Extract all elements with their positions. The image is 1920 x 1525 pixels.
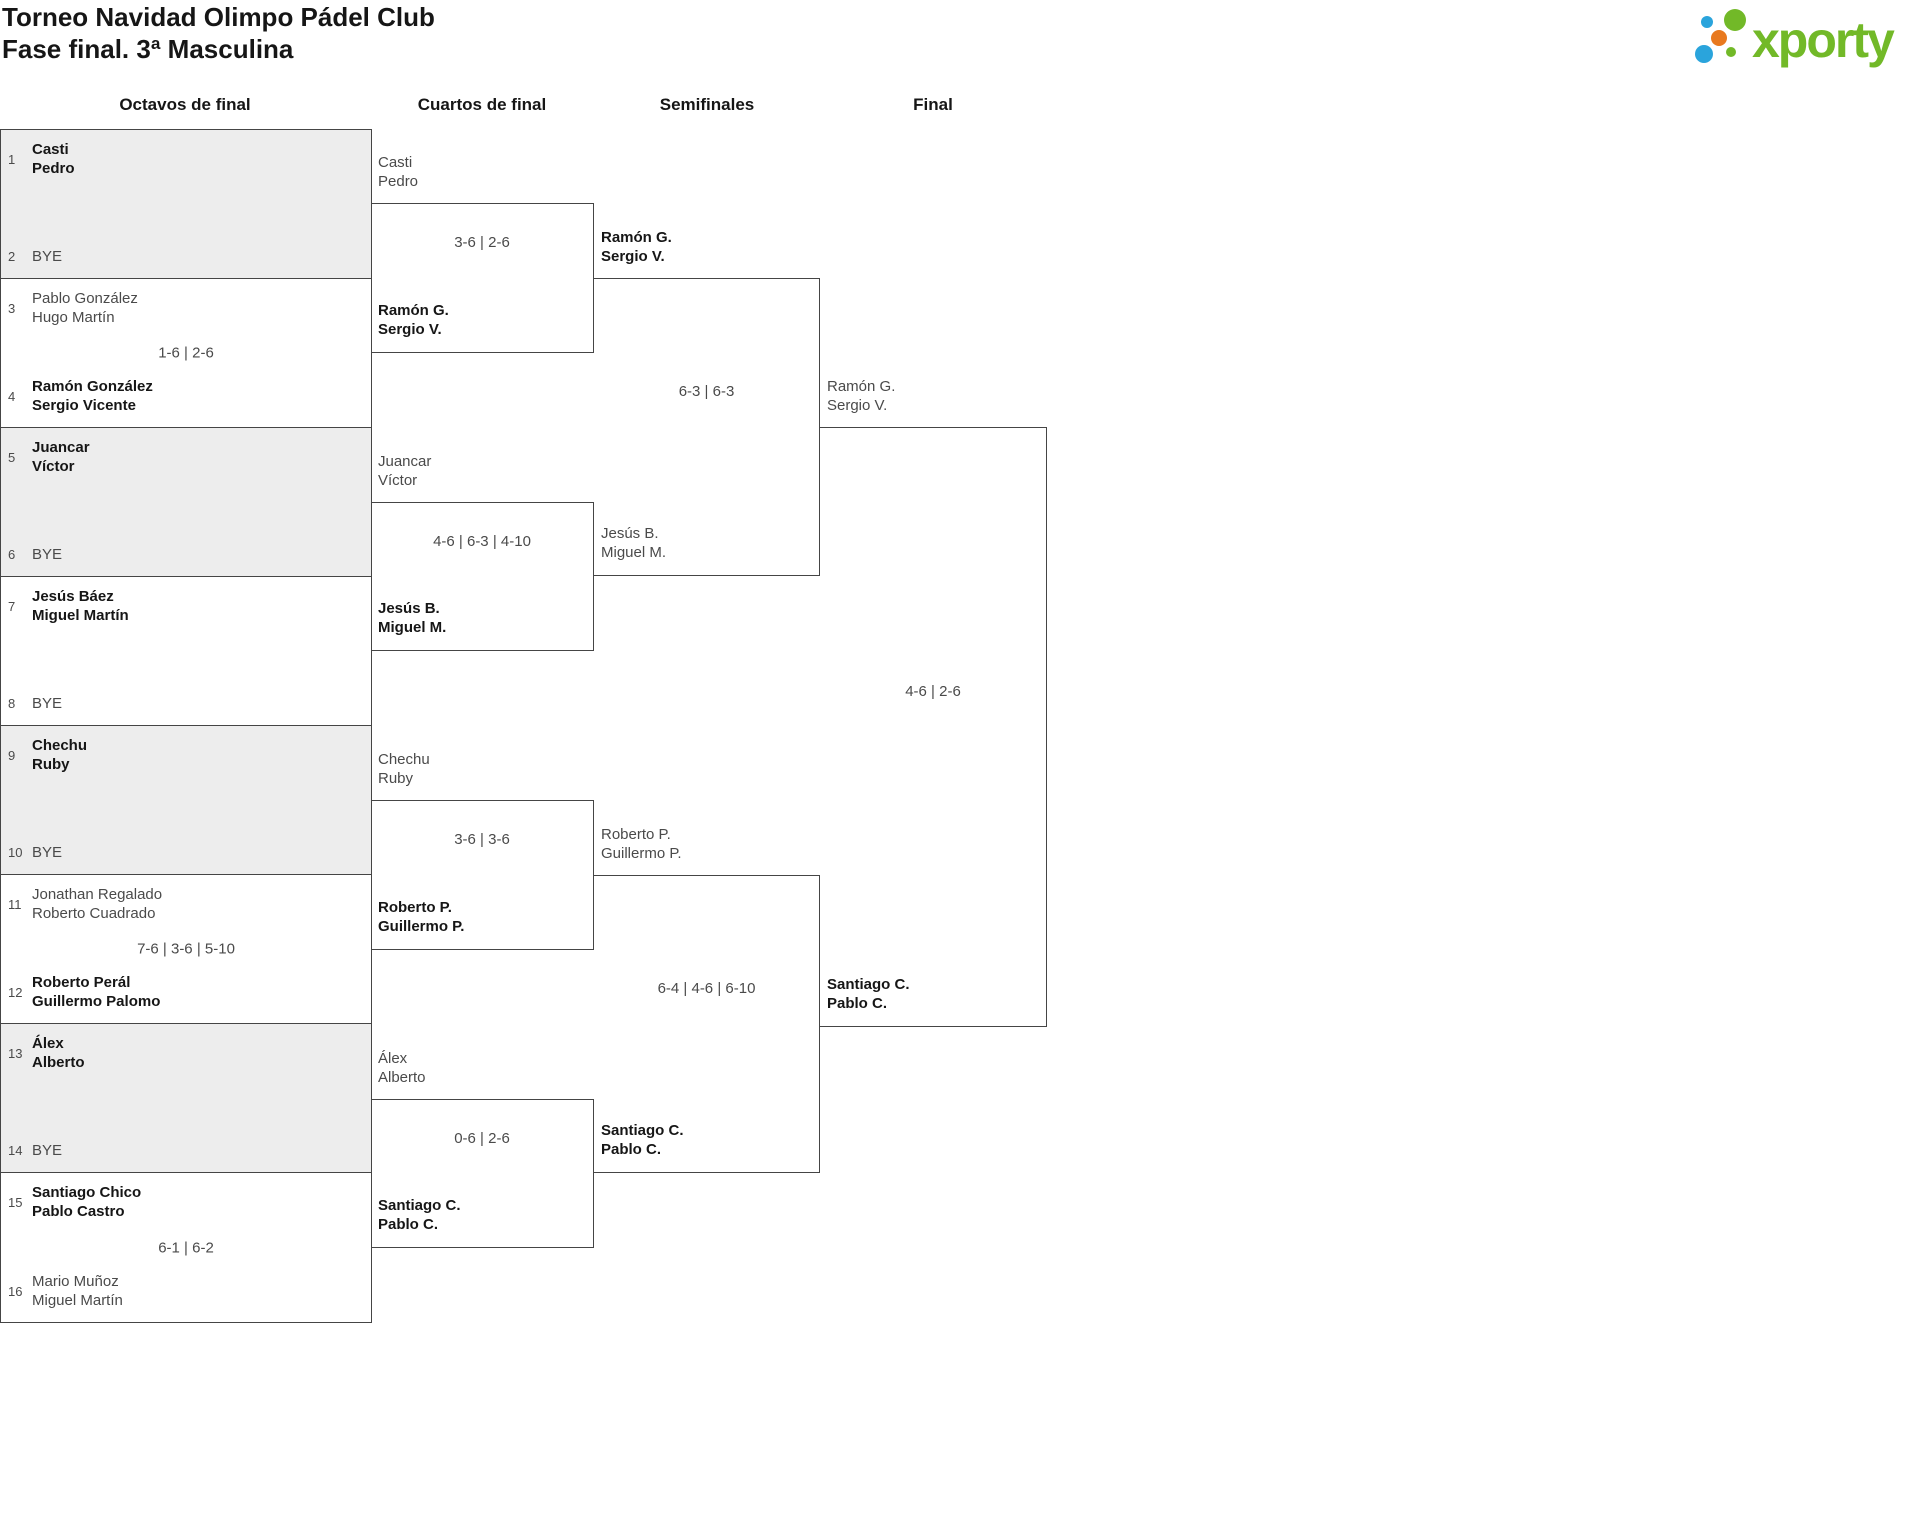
team-name: Juancar Víctor — [378, 453, 432, 489]
team-name: Jesús B. Miguel M. — [601, 525, 667, 561]
team-name: BYE — [32, 248, 63, 265]
seed-number: 5 — [8, 449, 16, 465]
page-title: Torneo Navidad Olimpo Pádel Club — [2, 2, 435, 32]
team-row: 13 Álex Alberto — [8, 1034, 85, 1072]
seed-number: 6 — [8, 547, 16, 562]
team-row: 6 BYE — [8, 545, 62, 564]
match-score: 0-6 | 2-6 — [454, 1130, 510, 1147]
match-connector-cuartos-1: Casti Pedro 3-6 | 2-6 Ramón G. Sergio V. — [371, 154, 594, 353]
team-row: 16 Mario Muñoz Miguel Martín — [8, 1272, 123, 1310]
xporty-logo-dots-icon — [1695, 9, 1746, 63]
team-name: Santiago C. Pablo C. — [601, 1122, 684, 1158]
match-score: 4-6 | 6-3 | 4-10 — [433, 533, 531, 550]
seed-number: 13 — [8, 1045, 23, 1061]
match-connector-semifinal-2: Roberto P. Guillermo P. 6-4 | 4-6 | 6-10… — [594, 826, 820, 1173]
team-name: Santiago C. Pablo C. — [827, 976, 910, 1012]
match-box-octavos-5: 9 Chechu Ruby 10 BYE — [1, 726, 371, 875]
octavos-column: 1 Casti Pedro 2 BYE 3 Pablo González Hug… — [0, 129, 372, 1323]
team-name: Juancar Víctor — [32, 439, 90, 475]
seed-number: 3 — [8, 300, 16, 316]
team-row: 10 BYE — [8, 843, 62, 862]
seed-number: 4 — [8, 388, 16, 404]
seed-number: 11 — [8, 896, 22, 912]
team-name: Ramón G. Sergio V. — [601, 229, 672, 265]
team-name: Casti Pedro — [378, 154, 419, 190]
team-row: 2 BYE — [8, 247, 62, 266]
team-row: 7 Jesús Báez Miguel Martín — [8, 587, 129, 625]
team-row: 14 BYE — [8, 1141, 62, 1160]
match-connector-cuartos-4: Álex Alberto 0-6 | 2-6 Santiago C. Pablo… — [371, 1050, 594, 1248]
team-row: 1 Casti Pedro — [8, 140, 75, 178]
match-box-octavos-2: 3 Pablo González Hugo Martín 1-6 | 2-6 4… — [1, 279, 371, 428]
round-header-cuartos: Cuartos de final — [417, 95, 547, 114]
match-connector-final: Ramón G. Sergio V. 4-6 | 2-6 Santiago C.… — [820, 378, 1047, 1027]
match-score: 4-6 | 2-6 — [905, 683, 961, 700]
team-row: 3 Pablo González Hugo Martín — [8, 289, 138, 327]
seed-number: 1 — [8, 151, 16, 167]
seed-number: 7 — [8, 598, 16, 614]
team-name: Santiago Chico Pablo Castro — [32, 1184, 142, 1220]
team-name: Ramón González Sergio Vicente — [32, 378, 153, 414]
xporty-logo-text: xporty — [1752, 12, 1895, 68]
match-score: 6-3 | 6-3 — [678, 383, 735, 400]
team-name: Roberto Perál Guillermo Palomo — [32, 974, 161, 1010]
match-connector-cuartos-2: Juancar Víctor 4-6 | 6-3 | 4-10 Jesús B.… — [371, 453, 594, 651]
team-row: 11 Jonathan Regalado Roberto Cuadrado — [8, 885, 162, 923]
team-name: Roberto P. Guillermo P. — [378, 899, 465, 935]
team-name: Santiago C. Pablo C. — [378, 1197, 461, 1233]
round-header-final: Final — [913, 95, 953, 114]
seed-number: 9 — [8, 747, 16, 763]
match-connector-cuartos-3: Chechu Ruby 3-6 | 3-6 Roberto P. Guiller… — [371, 751, 594, 950]
match-box-octavos-7: 13 Álex Alberto 14 BYE — [1, 1024, 371, 1173]
team-name: BYE — [32, 546, 63, 563]
xporty-logo[interactable]: xporty — [1676, 6, 1920, 76]
team-row: 15 Santiago Chico Pablo Castro — [8, 1183, 141, 1221]
match-box-octavos-4: 7 Jesús Báez Miguel Martín 8 BYE — [1, 577, 371, 726]
team-name: Ramón G. Sergio V. — [827, 378, 896, 414]
team-name: Mario Muñoz Miguel Martín — [32, 1273, 123, 1309]
team-name: Chechu Ruby — [32, 737, 88, 773]
match-box-octavos-8: 15 Santiago Chico Pablo Castro 6-1 | 6-2… — [1, 1173, 371, 1322]
match-score: 6-4 | 4-6 | 6-10 — [657, 980, 756, 997]
seed-number: 15 — [8, 1194, 23, 1210]
team-name: Pablo González Hugo Martín — [32, 290, 138, 326]
team-name: Álex Alberto — [32, 1035, 85, 1071]
team-name: Chechu Ruby — [378, 751, 430, 787]
match-box-octavos-6: 11 Jonathan Regalado Roberto Cuadrado 7-… — [1, 875, 371, 1024]
seed-number: 10 — [8, 845, 23, 860]
seed-number: 16 — [8, 1283, 23, 1299]
round-header-octavos: Octavos de final — [119, 95, 251, 114]
seed-number: 14 — [8, 1143, 23, 1158]
round-header-semifinales: Semifinales — [659, 95, 755, 114]
team-name: Álex Alberto — [378, 1050, 426, 1086]
team-name: Roberto P. Guillermo P. — [601, 826, 682, 862]
team-name: Ramón G. Sergio V. — [378, 302, 449, 338]
team-row: 5 Juancar Víctor — [8, 438, 90, 476]
match-connector-semifinal-1: Ramón G. Sergio V. 6-3 | 6-3 Jesús B. Mi… — [594, 229, 820, 576]
team-row: 12 Roberto Perál Guillermo Palomo — [8, 973, 160, 1011]
seed-number: 12 — [8, 984, 23, 1000]
match-score: 1-6 | 2-6 — [158, 344, 214, 362]
seed-number: 2 — [8, 249, 16, 264]
match-score: 6-1 | 6-2 — [158, 1239, 214, 1256]
match-score: 7-6 | 3-6 | 5-10 — [137, 940, 235, 958]
team-name: Jesús B. Miguel M. — [378, 600, 447, 636]
team-name: Casti Pedro — [32, 141, 75, 177]
team-row: 4 Ramón González Sergio Vicente — [8, 377, 153, 415]
team-row: 8 BYE — [8, 694, 62, 713]
team-row: 9 Chechu Ruby — [8, 736, 87, 774]
match-score: 3-6 | 2-6 — [454, 234, 510, 251]
seed-number: 8 — [8, 696, 16, 711]
match-box-octavos-3: 5 Juancar Víctor 6 BYE — [1, 428, 371, 577]
match-score: 3-6 | 3-6 — [454, 831, 510, 848]
team-name: BYE — [32, 844, 63, 861]
team-name: Jesús Báez Miguel Martín — [32, 588, 129, 624]
team-name: BYE — [32, 695, 63, 712]
team-name: BYE — [32, 1142, 63, 1159]
match-box-octavos-1: 1 Casti Pedro 2 BYE — [1, 130, 371, 279]
team-name: Jonathan Regalado Roberto Cuadrado — [32, 886, 163, 922]
page-subtitle: Fase final. 3ª Masculina — [2, 34, 294, 64]
